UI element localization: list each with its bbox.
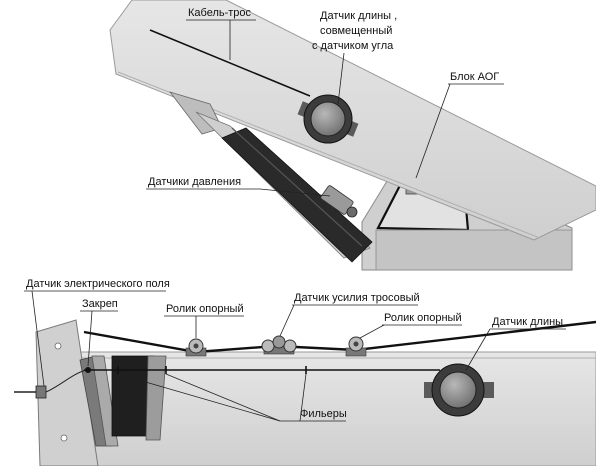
support-roller-right [345,336,367,357]
label-support-roller-left: Ролик опорный [166,303,244,315]
electric-field-sensor [14,369,87,399]
label-length-angle-sensor: Датчик длины , совмещенный с датчиком уг… [312,10,397,52]
label-filters: Фильеры [300,408,347,420]
hydraulic-cylinder [168,91,373,263]
boom-head-plate [35,319,99,466]
boom-cable [149,29,311,97]
label-cable: Кабель-трос [188,7,252,19]
upper-boom [109,0,596,241]
label-length-angle-line-2: совмещенный [320,25,392,37]
label-support-roller-right: Ролик опорный [384,312,462,324]
cable-force-sensor [261,335,297,355]
label-aog-block: Блок АОГ [450,71,499,83]
label-length-angle-line-3: с датчиком угла [312,40,394,52]
label-cable-force-sensor: Датчик усилия тросовый [294,292,420,304]
lower-boom-view: Датчик электрического поля Закреп Ролик … [14,278,596,466]
lower-length-sensor [424,363,494,417]
label-pressure-sensors: Датчики давления [148,176,241,188]
upper-crane-view: Кабель-трос Датчик длины , совмещенный с… [109,0,596,271]
label-electric-field-sensor: Датчик электрического поля [26,278,170,290]
length-angle-sensor [297,94,359,144]
label-length-sensor: Датчик длины [492,316,563,328]
pressure-sensor-port [346,206,358,218]
label-length-angle-line-1: Датчик длины , [320,10,397,22]
support-roller-left [185,338,207,357]
label-clamp: Закреп [82,298,118,310]
